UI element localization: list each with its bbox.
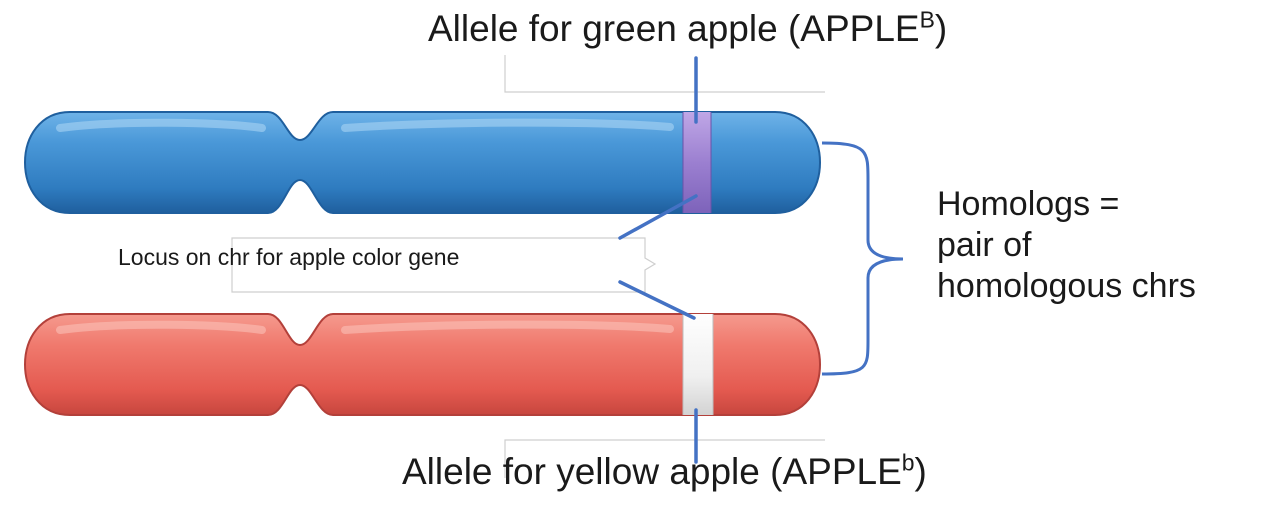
green-allele-label: Allele for green apple (APPLEB) [428,8,947,50]
green-allele-superscript: B [919,6,935,33]
homologs-brace [821,141,904,376]
locus-pointer-upper [618,194,698,240]
yellow-allele-label: Allele for yellow apple (APPLEb) [402,451,927,493]
homologs-line-3: homologous chrs [937,267,1196,305]
chromosome-red [24,313,821,416]
yellow-allele-text: Allele for yellow apple (APPLE [402,451,902,492]
homologs-line-2: pair of [937,226,1032,264]
label-connector-outlines [231,55,825,478]
homologs-label: Homologs = pair of homologous chrs [937,184,1196,307]
homologs-line-1: Homologs = [937,185,1120,223]
chromosome-blue [24,111,821,214]
green-allele-text: Allele for green apple (APPLE [428,8,920,49]
locus-pointer-lower [618,280,696,320]
yellow-allele-close: ) [914,451,927,492]
yellow-allele-superscript: b [901,449,915,476]
green-allele-close: ) [934,8,948,49]
locus-band-white [682,314,714,415]
locus-band-purple [682,112,712,213]
pointer-lines [618,56,698,464]
locus-label: Locus on chr for apple color gene [118,244,460,270]
